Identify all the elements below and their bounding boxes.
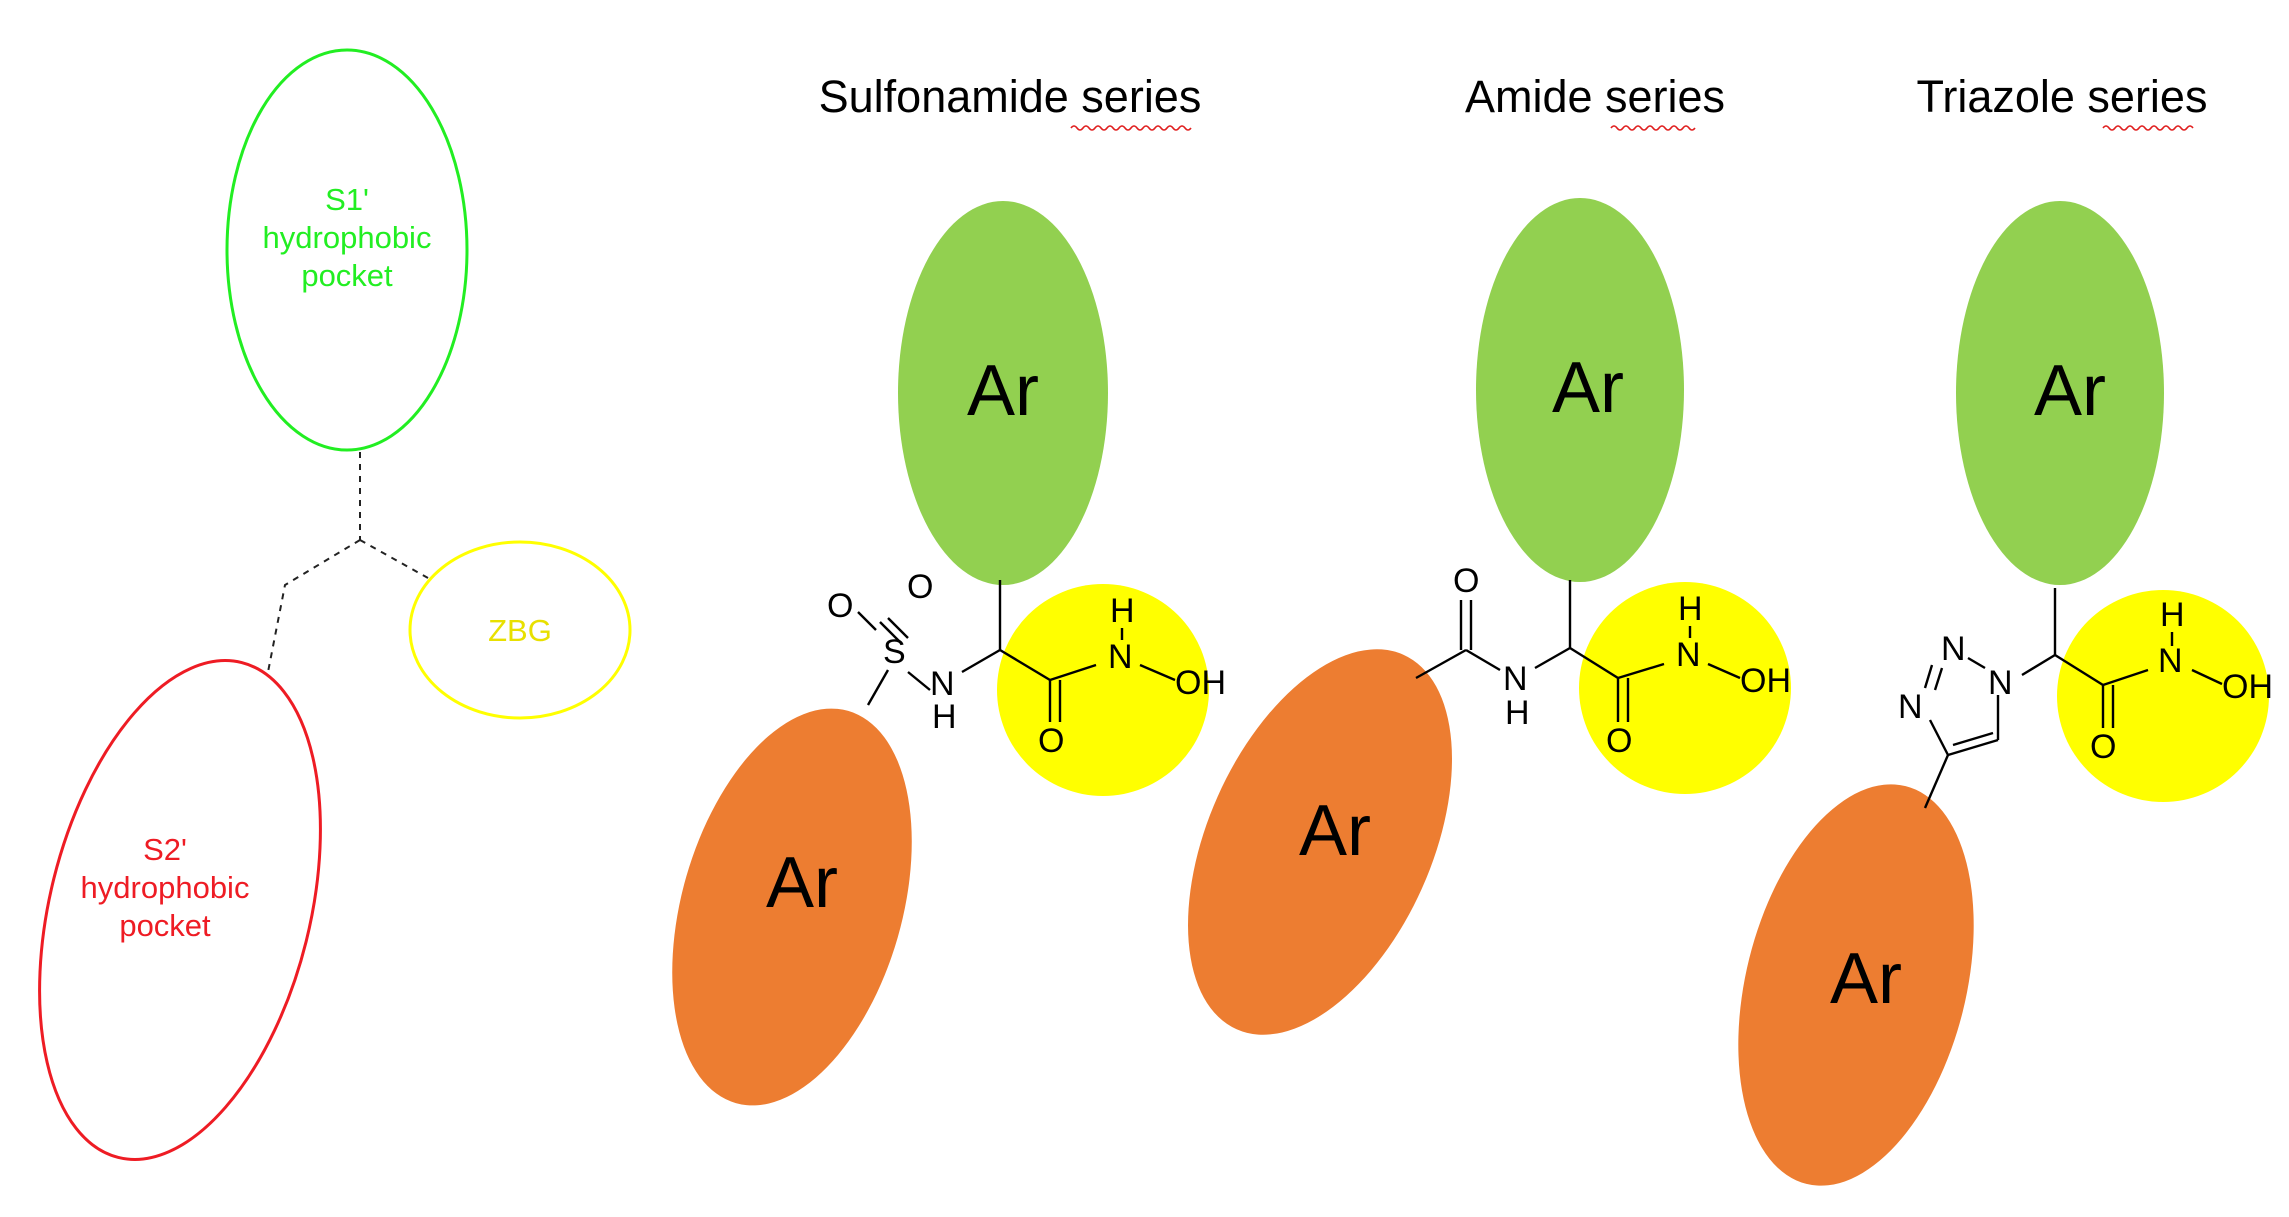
bond <box>1933 667 1944 691</box>
atom-nitrogen: N <box>1988 664 2013 702</box>
atom-oxygen: O <box>2090 728 2116 766</box>
atom-oxygen: O <box>907 568 933 606</box>
bond <box>879 621 901 643</box>
amide-series: Amide series Ar Ar O N H O H N OH <box>1188 71 1791 1035</box>
bond <box>1947 738 1999 757</box>
bond <box>2021 653 2056 677</box>
zbg-hydroxamate-circle <box>2057 590 2269 802</box>
atom-hydrogen: H <box>2160 596 2185 634</box>
s1-aryl-ellipse <box>1476 198 1684 582</box>
atom-nitrogen: N <box>1941 630 1966 668</box>
atom-nitrogen: N <box>2158 642 2183 680</box>
bond <box>887 617 909 639</box>
s1-aryl-ellipse <box>898 201 1108 585</box>
bond <box>1139 663 1176 682</box>
atom-hydroxyl: OH <box>1175 664 1226 702</box>
bond <box>1928 719 1950 756</box>
atom-hydroxyl: OH <box>2222 668 2273 706</box>
spellcheck-underline <box>1610 125 1696 131</box>
bond <box>1952 731 1994 747</box>
bond <box>1534 646 1571 670</box>
bond <box>1967 656 1986 670</box>
bond <box>2054 653 2104 687</box>
s1-aryl-label: Ar <box>2034 351 2106 431</box>
s2-aryl-label: Ar <box>1299 791 1371 871</box>
bond <box>961 648 1001 674</box>
bond <box>1923 664 1934 689</box>
bond <box>866 669 890 706</box>
atom-hydrogen: H <box>932 698 957 736</box>
zbg-connector <box>359 539 429 579</box>
bond <box>1465 648 1501 672</box>
s2-pocket-label-line1: S2' <box>143 832 187 867</box>
bond <box>857 611 877 631</box>
atom-oxygen: O <box>1038 722 1064 760</box>
s2-connector <box>267 539 361 673</box>
s2-aryl-label: Ar <box>766 843 838 923</box>
s2-aryl-ellipse <box>1738 784 1974 1186</box>
atom-nitrogen: N <box>1676 636 1701 674</box>
s1-aryl-label: Ar <box>1552 348 1624 428</box>
triazole-series: Triazole series Ar Ar N N N O H N OH <box>1738 71 2273 1186</box>
atom-nitrogen: N <box>930 665 955 703</box>
s2-aryl-label: Ar <box>1830 939 1902 1019</box>
s2-pocket-outline <box>38 659 322 1161</box>
spellcheck-underline <box>2102 125 2194 131</box>
sulfonamide-series: Sulfonamide series Ar Ar O O S N H O H N… <box>672 71 1226 1106</box>
zbg-hydroxamate-circle <box>1579 582 1791 794</box>
bond <box>2191 668 2223 686</box>
s2-aryl-ellipse <box>672 708 912 1106</box>
bond <box>1707 662 1741 680</box>
bond <box>2102 668 2149 687</box>
s1-aryl-label: Ar <box>967 351 1039 431</box>
zbg-label: ZBG <box>488 613 552 648</box>
atom-hydrogen: H <box>1678 590 1703 628</box>
sulfonamide-title: Sulfonamide series <box>819 71 1202 122</box>
zbg-hydroxamate-circle <box>997 584 1209 796</box>
atom-oxygen: O <box>1453 562 1479 600</box>
amide-title: Amide series <box>1465 71 1725 122</box>
atom-sulfur: S <box>883 633 906 671</box>
atom-hydrogen: H <box>1110 592 1135 630</box>
bond <box>1049 663 1097 682</box>
atom-oxygen: O <box>1606 722 1632 760</box>
triazole-title: Triazole series <box>1917 71 2208 122</box>
s1-pocket-outline <box>225 48 469 452</box>
atom-hydrogen: H <box>1505 694 1530 732</box>
bond <box>1923 754 1950 809</box>
atom-nitrogen: N <box>1108 638 1133 676</box>
bond <box>907 671 931 691</box>
zbg-outline <box>408 540 632 720</box>
atom-nitrogen: N <box>1503 660 1528 698</box>
atom-hydroxyl: OH <box>1740 662 1791 700</box>
s2-pocket-label-line3: pocket <box>119 908 211 943</box>
s1-pocket-label-line3: pocket <box>301 258 393 293</box>
s2-aryl-ellipse <box>1188 649 1452 1035</box>
s1-pocket-label-line1: S1' <box>325 182 369 217</box>
atom-oxygen: O <box>827 587 853 625</box>
pocket-schematic: S1' hydrophobic pocket ZBG S2' hydrophob… <box>38 48 632 1161</box>
bond <box>999 648 1051 682</box>
s1-aryl-ellipse <box>1956 201 2164 585</box>
bond <box>1415 648 1467 680</box>
s2-pocket-label-line2: hydrophobic <box>81 870 250 905</box>
s1-pocket-label-line2: hydrophobic <box>263 220 432 255</box>
bond <box>1617 662 1665 680</box>
spellcheck-underline <box>1070 125 1192 131</box>
atom-nitrogen: N <box>1898 688 1923 726</box>
bond <box>1569 646 1619 680</box>
